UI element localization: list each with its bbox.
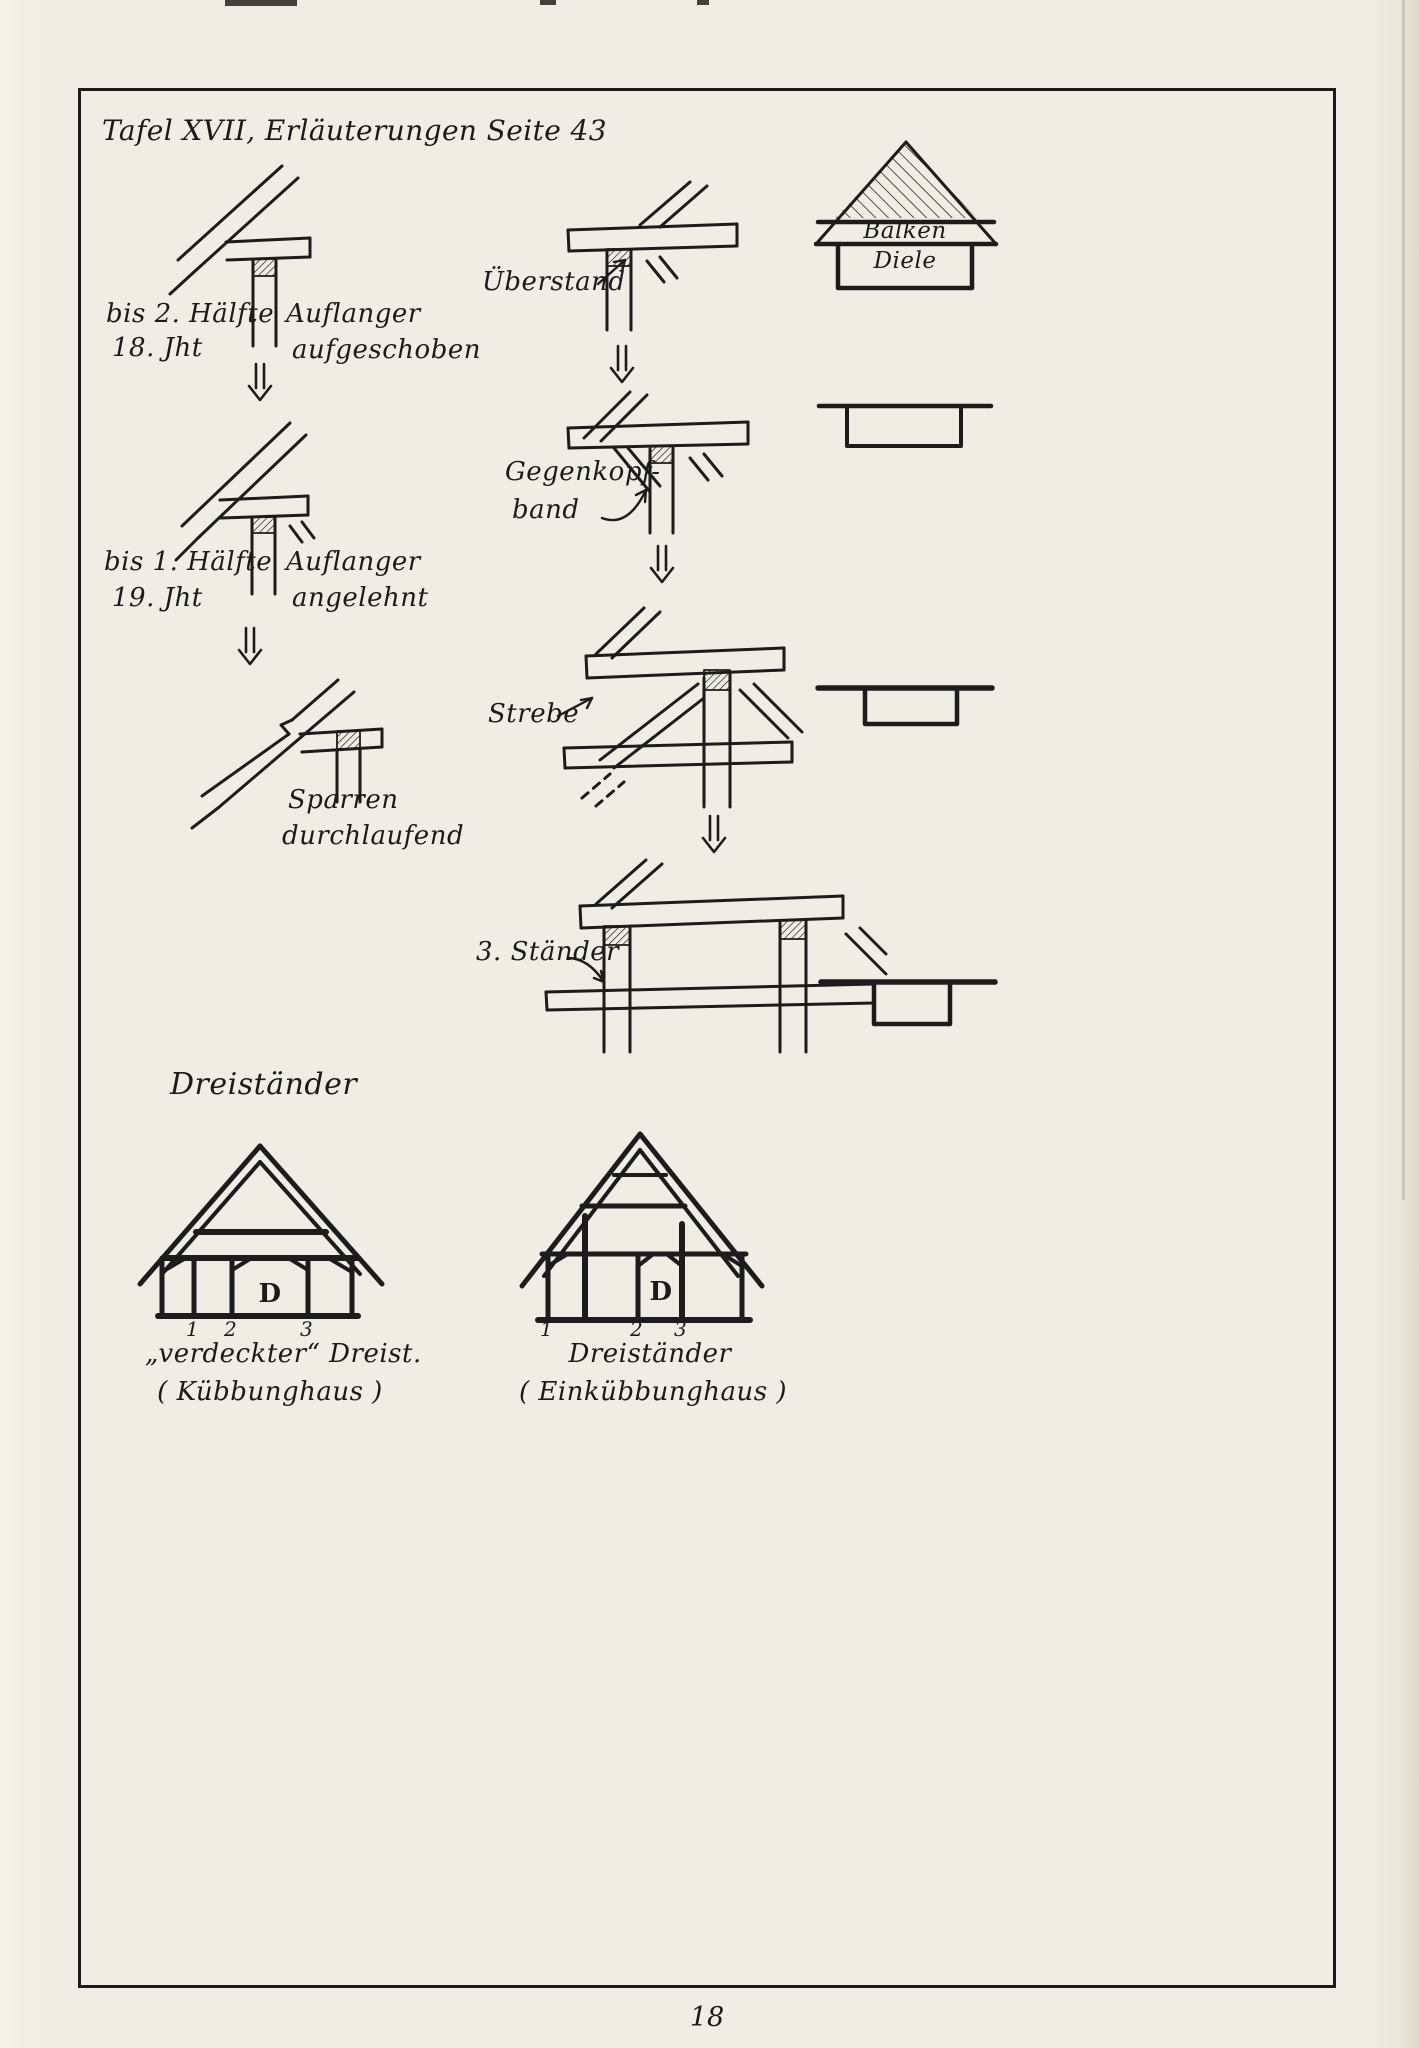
- hatched-joint: [252, 258, 277, 277]
- scan-artifact: [697, 0, 709, 5]
- hatched-joint: [703, 669, 731, 691]
- label-durchlaufend: durchlaufend: [282, 821, 465, 851]
- scan-artifact: [540, 0, 556, 5]
- pointer-arrow-icon: [596, 258, 627, 286]
- label-gegenkopf: Gegenkopf-: [505, 457, 661, 487]
- diagram-auflanger-angelehnt: [174, 421, 316, 596]
- pointer-arrow-icon: [600, 488, 648, 522]
- down-arrow-icon: [609, 344, 635, 384]
- label-diele: Diele: [873, 248, 937, 274]
- down-arrow-icon: [701, 814, 727, 854]
- post-number-2: 2: [224, 1317, 238, 1341]
- diagram-beam-profile-3: [818, 979, 998, 1027]
- label-18-jht: 18. Jht: [112, 333, 203, 363]
- post-number-3: 3: [674, 1317, 688, 1341]
- label-bis-1-haelfte: bis 1. Hälfte: [104, 547, 273, 577]
- caption-kuebbunghaus: ( Kübbunghaus ): [157, 1377, 383, 1407]
- label-19-jht: 19. Jht: [112, 583, 203, 613]
- label-sparren: Sparren: [288, 785, 399, 815]
- down-arrow-icon: [649, 544, 675, 584]
- hatched-joint: [336, 730, 361, 750]
- diagram-roof-section-balken-diele: [813, 140, 999, 291]
- post-number-3: 3: [300, 1317, 314, 1341]
- diagram-gegenkopfband: [566, 390, 750, 535]
- label-band: band: [512, 495, 580, 525]
- diagram-sparren-durchlaufend: [190, 678, 384, 830]
- down-arrow-icon: [237, 626, 263, 666]
- label-bis-2-haelfte: bis 2. Hälfte: [106, 299, 275, 329]
- post-number-2: 2: [630, 1317, 644, 1341]
- plate-border: [78, 88, 1336, 1988]
- hatched-joint: [603, 925, 631, 946]
- down-arrow-icon: [247, 362, 273, 402]
- caption-dreistaender: Dreiständer: [568, 1339, 732, 1369]
- page-number: 18: [689, 2002, 725, 2033]
- diagram-house-verdeckter-dreistaender: [137, 1143, 385, 1319]
- scan-artifact: [225, 0, 297, 6]
- diagram-auflanger-aufgeschoben: [168, 164, 312, 348]
- house-letter-d: D: [649, 1277, 673, 1307]
- caption-verdeckter-dreist: „verdeckter“ Dreist.: [145, 1339, 422, 1369]
- hatched-joint: [251, 516, 276, 534]
- diagram-drei-staender: [544, 858, 888, 1054]
- label-3-staender: 3. Ständer: [476, 937, 620, 967]
- diagram-beam-profile-1: [816, 403, 994, 448]
- diagram-house-dreistaender: [519, 1131, 765, 1323]
- label-balken: Balken: [863, 218, 947, 244]
- label-auflanger-2: Auflanger: [286, 547, 421, 577]
- label-auflanger-1: Auflanger: [286, 299, 421, 329]
- pointer-arrow-icon: [566, 956, 606, 984]
- caption-einkuebbunghaus: ( Einkübbunghaus ): [518, 1377, 788, 1407]
- section-heading-dreistaender: Dreiständer: [170, 1067, 358, 1102]
- hatched-joint: [649, 445, 674, 464]
- scan-edge-line: [1402, 0, 1405, 1200]
- diagram-strebe: [562, 606, 804, 809]
- label-aufgeschoben: aufgeschoben: [292, 335, 481, 365]
- diagram-beam-profile-2: [815, 685, 995, 727]
- diagram-ueberstand: [566, 180, 739, 332]
- pointer-arrow-icon: [556, 696, 594, 718]
- house-letter-d: D: [258, 1279, 282, 1309]
- post-number-1: 1: [540, 1317, 554, 1341]
- roof-hatching: [835, 144, 977, 218]
- hatched-joint: [779, 919, 807, 940]
- post-number-1: 1: [186, 1317, 200, 1341]
- plate-title: Tafel XVII, Erläuterungen Seite 43: [102, 114, 607, 147]
- label-angelehnt: angelehnt: [292, 583, 429, 613]
